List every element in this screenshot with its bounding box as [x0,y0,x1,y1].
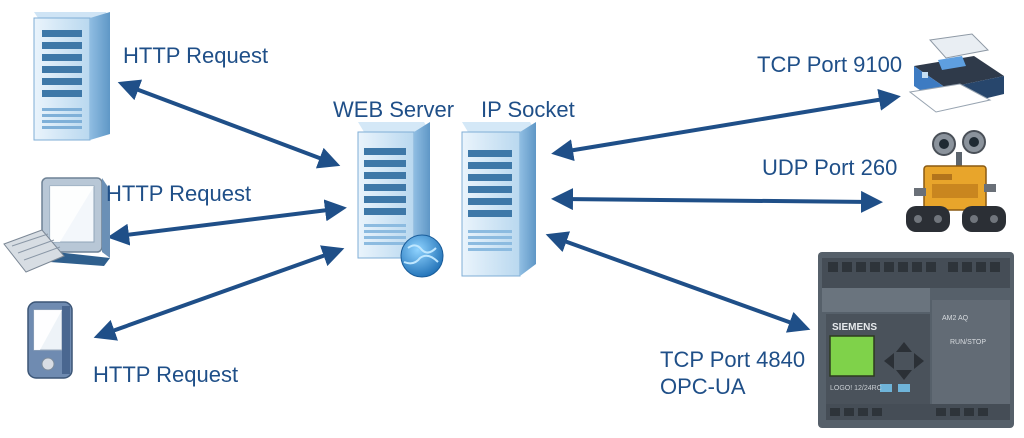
plc-mode: RUN/STOP [950,339,986,346]
plc-model: LOGO! 12/24RC [830,385,882,392]
arrow-client2-webserver [107,199,347,246]
arrow-client3-webserver [93,245,345,341]
arrow-socket-printer [551,88,901,162]
arrow-socket-plc [545,231,811,333]
web-server-label: WEB Server [333,97,455,122]
desktop-computer-icon [3,177,110,273]
robot-icon [906,130,1006,232]
arrow-socket-robot [551,188,883,213]
web-server-icon [357,122,430,259]
plc-brand: SIEMENS [832,322,877,333]
plc-protocol-label: OPC-UA [660,374,746,399]
plc-port-label: TCP Port 4840 [660,347,806,372]
arrow-client1-webserver [117,79,341,169]
client2-label: HTTP Request [106,181,252,206]
printer-port-label: TCP Port 9100 [757,52,903,77]
socket-server-icon [461,122,536,277]
robot-port-label: UDP Port 260 [762,155,898,180]
printer-icon [908,33,1004,113]
client3-label: HTTP Request [93,362,239,387]
plc-ports: AM2 AQ [942,315,969,322]
connection-arrows [93,79,901,341]
server-tower-icon [33,12,110,141]
globe-icon [400,234,444,278]
plc-controller-icon: SIEMENS LOGO! 12/24RC AM2 AQ RUN/STOP [818,252,1014,428]
pda-device-icon [27,301,73,379]
ip-socket-label: IP Socket [481,97,575,122]
client1-label: HTTP Request [123,43,269,68]
